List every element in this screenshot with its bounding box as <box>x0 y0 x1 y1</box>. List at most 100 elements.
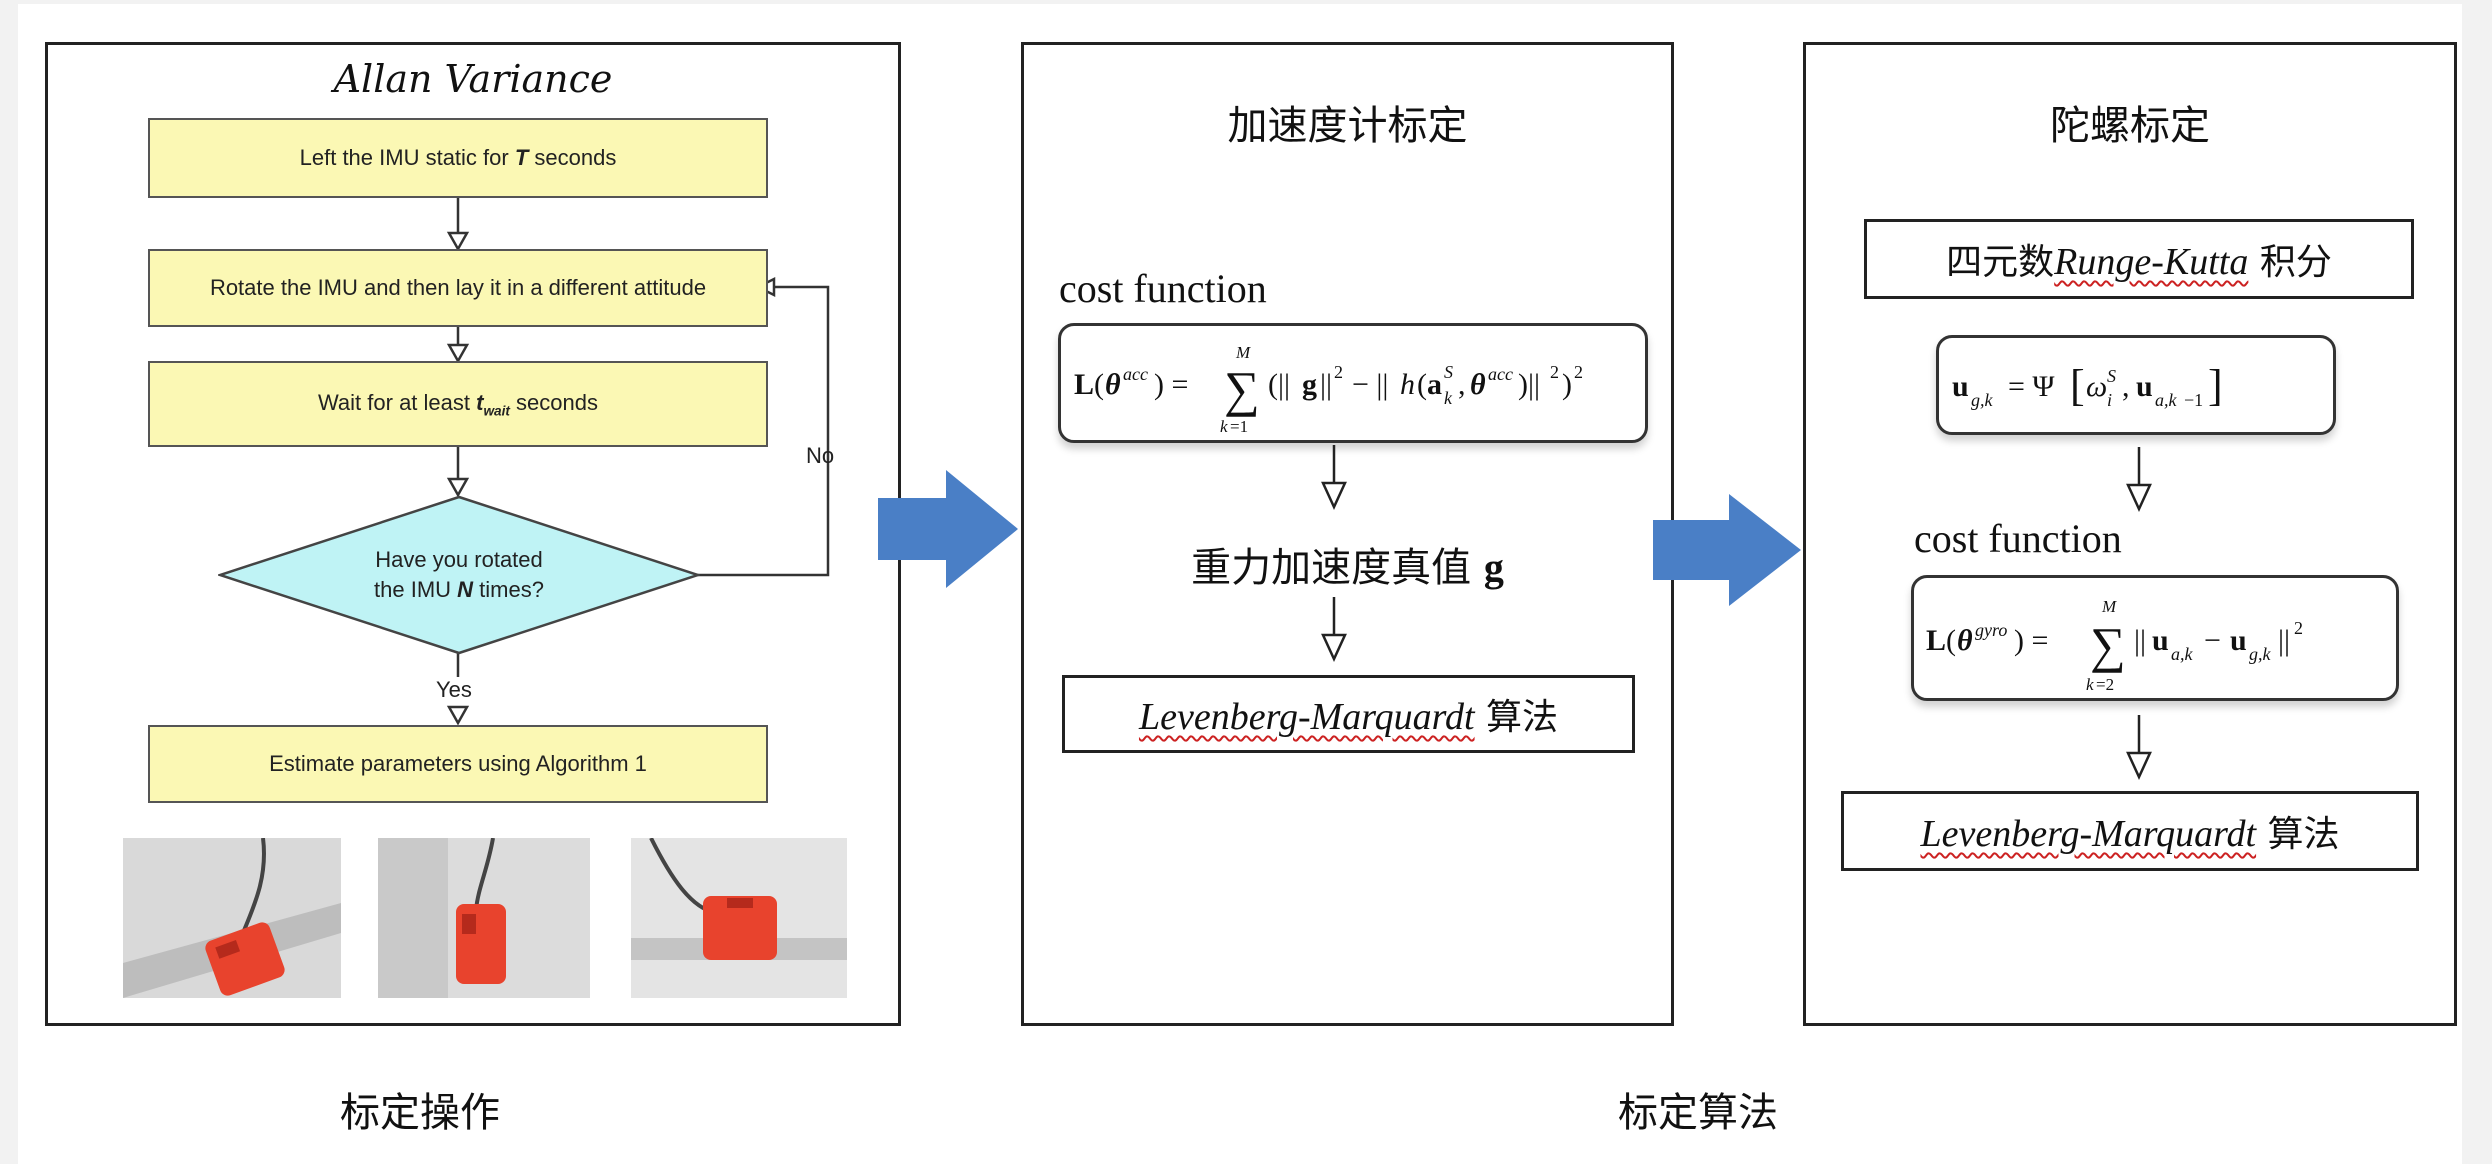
svg-text:θ: θ <box>1957 624 1973 657</box>
svg-text:,: , <box>1458 368 1466 401</box>
imu-photo-3-image <box>631 838 847 998</box>
step-rotate-imu-label: Rotate the IMU and then lay it in a diff… <box>209 275 707 301</box>
gyroscope-panel-title: 陀螺标定 <box>2050 103 2210 149</box>
calibration-procedure-panel: Allan Variance <box>45 42 901 1026</box>
svg-text:h: h <box>1400 368 1415 401</box>
svg-text:= Ψ: = Ψ <box>2008 370 2055 403</box>
svg-text:L: L <box>1926 624 1946 657</box>
gyro-update-equation: u g,k = Ψ [ ω S i , u a,k −1 ] <box>1952 361 2223 410</box>
step-estimate-label: Estimate parameters using Algorithm 1 <box>269 751 647 777</box>
imu-photo-2-image <box>378 838 590 998</box>
accel-cost-equation: L ( θ acc ) = M ∑ k =1 (|| g || 2 − || h… <box>1074 343 1583 436</box>
svg-text:(: ( <box>1417 368 1427 401</box>
right-arrow-1 <box>2126 447 2152 513</box>
gyroscope-calibration-panel: 陀螺标定 四元数Runge-Kutta 积分 u g,k = Ψ [ ω S i… <box>1803 42 2457 1026</box>
yes-branch-label: Yes <box>432 677 476 703</box>
svg-text:u: u <box>2230 624 2247 657</box>
svg-text:u: u <box>1952 370 1969 403</box>
gyro-cost-formula: L ( θ gyro ) = M ∑ k =2 || u a,k − u g,k… <box>1911 575 2399 701</box>
svg-text:M: M <box>2101 597 2117 616</box>
allan-variance-title: Allan Variance <box>333 57 613 101</box>
svg-text:∑: ∑ <box>1224 361 1260 417</box>
gyro-lm-label: Levenberg-Marquardt 算法 <box>1920 813 2340 855</box>
step-wait: Wait for at least twait seconds <box>148 361 768 447</box>
svg-text:2: 2 <box>1550 362 1559 382</box>
svg-text:||: || <box>1320 368 1332 401</box>
step-leave-static-label: Left the IMU static for T seconds <box>299 145 617 171</box>
figure-canvas: Allan Variance <box>18 4 2462 1164</box>
svg-text:k: k <box>2086 675 2094 694</box>
accel-cost-function-label: cost function <box>1059 266 1267 311</box>
step-wait-label: Wait for at least twait seconds <box>317 389 598 418</box>
svg-text:L: L <box>1074 368 1094 401</box>
svg-text:(: ( <box>1094 368 1104 401</box>
step-rotate-imu: Rotate the IMU and then lay it in a diff… <box>148 249 768 327</box>
svg-text:g: g <box>1302 368 1317 401</box>
svg-text:=1: =1 <box>1230 417 1248 436</box>
accel-lm-algorithm-box: Levenberg-Marquardt 算法 <box>1062 675 1635 753</box>
svg-text:k: k <box>1444 388 1453 408</box>
imu-photo-1 <box>123 838 341 998</box>
svg-text:(||: (|| <box>1268 368 1290 401</box>
gyro-cost-equation: L ( θ gyro ) = M ∑ k =2 || u a,k − u g,k… <box>1926 597 2303 694</box>
caption-calibration-operation: 标定操作 <box>340 1090 500 1136</box>
gravity-truth-label: 重力加速度真值 g <box>1191 545 1504 591</box>
accel-cost-formula: L ( θ acc ) = M ∑ k =1 (|| g || 2 − || h… <box>1058 323 1648 443</box>
gyro-update-formula: u g,k = Ψ [ ω S i , u a,k −1 ] <box>1936 335 2336 435</box>
svg-text:) =: ) = <box>1154 368 1188 401</box>
svg-text:S: S <box>1444 362 1453 382</box>
svg-text:θ: θ <box>1470 368 1486 401</box>
big-arrow-1 <box>878 470 1018 588</box>
mid-arrow-2 <box>1321 597 1347 663</box>
step-estimate-parameters: Estimate parameters using Algorithm 1 <box>148 725 768 803</box>
svg-text:ω: ω <box>2086 370 2107 403</box>
quaternion-rk-label: 四元数Runge-Kutta 积分 <box>1946 241 2332 283</box>
svg-text:acc: acc <box>1488 364 1513 384</box>
imu-photo-2 <box>378 838 590 998</box>
svg-text:gyro: gyro <box>1975 620 2007 640</box>
svg-text:2: 2 <box>1334 362 1343 382</box>
step-leave-static: Left the IMU static for T seconds <box>148 118 768 198</box>
right-arrow-2 <box>2126 715 2152 781</box>
svg-text:−1: −1 <box>2184 390 2203 410</box>
svg-text:u: u <box>2152 624 2169 657</box>
svg-text:2: 2 <box>2294 618 2303 638</box>
svg-text:− ||: − || <box>1352 368 1388 401</box>
gyro-cost-function-label: cost function <box>1914 516 2122 561</box>
svg-text:g,k: g,k <box>1971 390 1994 410</box>
accelerometer-calibration-panel: 加速度计标定 cost function L ( θ acc ) = M ∑ k… <box>1021 42 1674 1026</box>
svg-text:)||: )|| <box>1518 368 1540 401</box>
accel-lm-label: Levenberg-Marquardt 算法 <box>1138 696 1559 738</box>
svg-text:i: i <box>2107 390 2112 410</box>
svg-text:a: a <box>1427 368 1442 401</box>
svg-text:g,k: g,k <box>2249 644 2272 664</box>
big-arrow-2 <box>1653 494 1801 606</box>
gyro-lm-algorithm-box: Levenberg-Marquardt 算法 <box>1841 791 2419 871</box>
svg-text:2: 2 <box>1574 362 1583 382</box>
svg-text:[: [ <box>2070 361 2085 410</box>
svg-text:||: || <box>2134 624 2146 657</box>
decision-label: Have you rotated the IMU N times? <box>374 547 544 602</box>
svg-text:k: k <box>1220 417 1228 436</box>
svg-text:acc: acc <box>1123 364 1148 384</box>
caption-calibration-algorithm: 标定算法 <box>1618 1090 1778 1136</box>
svg-text:a,k: a,k <box>2171 644 2194 664</box>
quaternion-rk-integration-box: 四元数Runge-Kutta 积分 <box>1864 219 2414 299</box>
svg-text:=2: =2 <box>2096 675 2114 694</box>
svg-text:M: M <box>1235 343 1251 362</box>
svg-text:) =: ) = <box>2014 624 2048 657</box>
svg-text:): ) <box>1562 368 1572 401</box>
mid-arrow-1 <box>1321 445 1347 511</box>
svg-text:(: ( <box>1946 624 1956 657</box>
svg-text:−: − <box>2204 624 2221 657</box>
decision-diamond <box>218 495 700 655</box>
svg-text:||: || <box>2278 624 2290 657</box>
accelerometer-panel-title: 加速度计标定 <box>1227 103 1468 149</box>
imu-photo-3 <box>631 838 847 998</box>
svg-text:a,k: a,k <box>2155 390 2178 410</box>
no-branch-label: No <box>806 443 835 468</box>
svg-text:θ: θ <box>1105 368 1121 401</box>
svg-text:S: S <box>2107 366 2116 386</box>
svg-text:u: u <box>2136 370 2153 403</box>
imu-photo-1-image <box>123 838 341 998</box>
